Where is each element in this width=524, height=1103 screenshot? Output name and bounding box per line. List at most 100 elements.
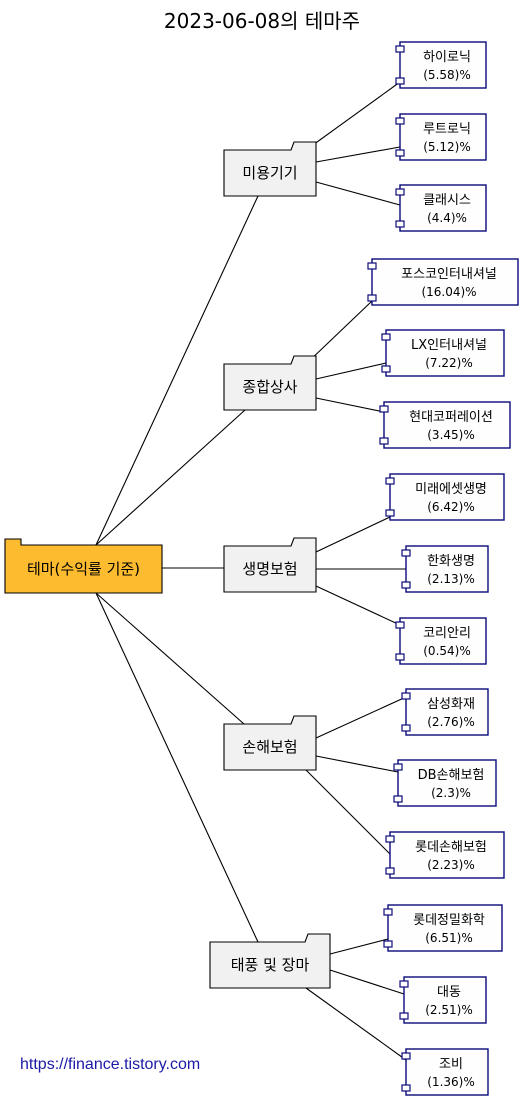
edge-theme-stock: [305, 81, 401, 151]
stock-return: (3.45)%: [427, 428, 474, 442]
stock-node: 코리안리 (0.54)%: [395, 617, 487, 665]
component-tab-icon: [395, 117, 405, 125]
stock-name: 대동: [437, 985, 461, 1000]
edge-theme-stock: [315, 755, 399, 773]
component-box: [371, 258, 519, 306]
stock-return: (2.76)%: [427, 715, 474, 729]
edge-theme-stock: [315, 696, 407, 739]
component-tab-icon: [379, 405, 389, 413]
stock-name: 삼성화재: [427, 697, 475, 712]
component-tab-icon: [393, 763, 403, 771]
edges: [95, 81, 407, 1061]
stock-node: 삼성화재 (2.76)%: [401, 688, 489, 736]
component-tab-icon: [395, 220, 405, 228]
component-tab-icon: [383, 908, 393, 916]
component-box: [387, 904, 503, 952]
component-tab-icon: [399, 1012, 409, 1020]
footer-link[interactable]: https://finance.tistory.com: [20, 1056, 200, 1073]
stock-node: 포스코인터내셔널(16.04)%: [367, 258, 519, 306]
component-tab-icon: [383, 940, 393, 948]
component-tab-icon: [367, 262, 377, 270]
stock-name: 조비: [439, 1057, 463, 1072]
stock-node: 롯데정밀화학(6.51)%: [383, 904, 503, 952]
component-box: [385, 329, 505, 377]
component-tab-icon: [401, 1084, 411, 1092]
edge-theme-stock: [315, 146, 401, 163]
component-box: [399, 113, 487, 161]
component-tab-icon: [401, 549, 411, 557]
stock-node: 미래에셋생명 (6.42)%: [385, 473, 505, 521]
edge-root-theme: [95, 592, 245, 725]
edge-root-theme: [95, 409, 246, 546]
edge-root-theme: [95, 195, 259, 546]
edge-theme-stock: [315, 585, 401, 626]
component-box: [399, 41, 487, 89]
component-tab-icon: [401, 581, 411, 589]
stock-node: 한화생명(2.13)%: [401, 545, 489, 593]
stock-name: 코리안리: [423, 626, 471, 641]
stock-name: LX인터내셔널: [411, 338, 487, 353]
component-tab-icon: [395, 653, 405, 661]
root-node: 테마(수익률 기준): [4, 538, 163, 594]
stock-return: (2.3)%: [431, 786, 471, 800]
component-tab-icon: [379, 437, 389, 445]
component-tab-icon: [395, 45, 405, 53]
folder-icon: [223, 715, 317, 771]
component-tab-icon: [385, 509, 395, 517]
folder-icon: [223, 355, 317, 411]
folder-icon: [223, 141, 317, 197]
stock-name: 하이로닉: [423, 50, 471, 65]
stock-node: DB손해보험(2.3)%: [393, 759, 497, 807]
theme-label: 태풍 및 장마: [231, 956, 310, 974]
stock-name: 미래에셋생명: [415, 482, 487, 497]
stock-return: (6.51)%: [425, 931, 472, 945]
component-tab-icon: [399, 980, 409, 988]
component-tab-icon: [395, 621, 405, 629]
diagram-title: 2023-06-08의 테마주: [164, 9, 360, 33]
edge-theme-stock: [329, 969, 405, 995]
stock-return: (4.4)%: [427, 211, 467, 225]
stock-return: (2.51)%: [425, 1003, 472, 1017]
component-box: [389, 473, 505, 521]
stock-return: (2.23)%: [427, 858, 474, 872]
stock-return: (7.22)%: [425, 356, 472, 370]
stock-name: 클래시스: [423, 193, 471, 208]
component-box: [405, 545, 489, 593]
component-tab-icon: [381, 333, 391, 341]
stock-name: 현대코퍼레이션: [409, 410, 493, 425]
edge-theme-stock: [305, 300, 373, 365]
component-tab-icon: [385, 867, 395, 875]
theme-label: 생명보험: [242, 560, 297, 578]
stock-node: 대동 (2.51)%: [399, 976, 487, 1024]
folder-icon: [223, 537, 317, 593]
stock-return: (6.42)%: [427, 500, 474, 514]
stock-name: 한화생명: [427, 554, 475, 569]
stock-name: 롯데손해보험: [415, 840, 487, 855]
stock-node: 하이로닉(5.58)%: [395, 41, 487, 89]
theme-node: 미용기기: [223, 141, 317, 197]
root-label: 테마(수익률 기준): [27, 560, 140, 578]
stock-node: 현대코퍼레이션 (3.45)%: [379, 401, 511, 449]
component-tab-icon: [367, 294, 377, 302]
stock-return: (0.54)%: [423, 644, 470, 658]
nodes: 테마(수익률 기준)미용기기하이로닉(5.58)%루트로닉(5.12)%클래시스…: [4, 41, 519, 1096]
edge-theme-stock: [315, 181, 401, 206]
stock-return: (16.04)%: [421, 285, 476, 299]
theme-node: 손해보험: [223, 715, 317, 771]
edge-theme-stock: [305, 769, 391, 855]
theme-node: 태풍 및 장마: [209, 933, 331, 989]
component-tab-icon: [401, 692, 411, 700]
theme-node: 생명보험: [223, 537, 317, 593]
component-tab-icon: [393, 795, 403, 803]
component-box: [389, 831, 505, 879]
component-tab-icon: [385, 477, 395, 485]
component-tab-icon: [385, 835, 395, 843]
component-box: [397, 759, 497, 807]
theme-label: 미용기기: [242, 164, 297, 182]
theme-label: 종합상사: [242, 378, 297, 396]
component-box: [399, 617, 487, 665]
theme-node: 종합상사: [223, 355, 317, 411]
stock-node: 조비(1.36)%: [401, 1048, 489, 1096]
component-tab-icon: [395, 77, 405, 85]
